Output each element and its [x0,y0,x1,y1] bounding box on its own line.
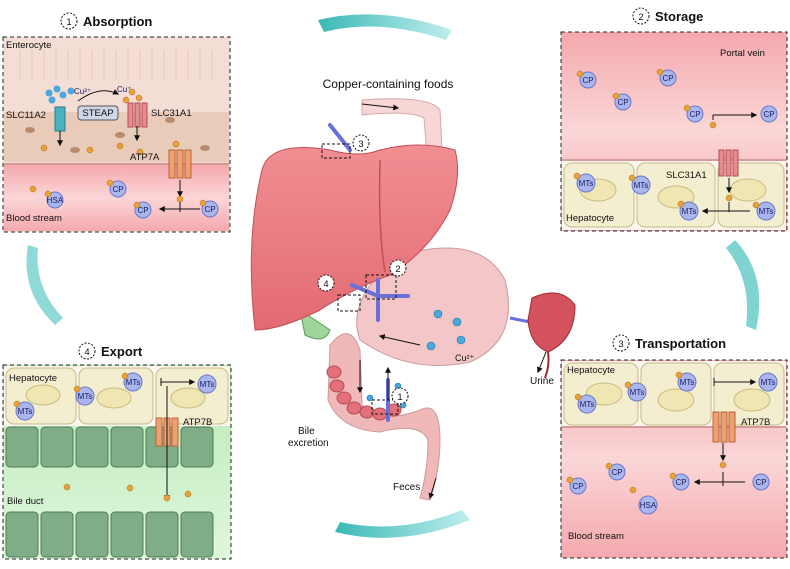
bile-excretion-line-1: Bile [298,426,315,437]
cu2-ions [45,85,75,104]
cp-label-a3: CP [204,205,215,214]
foods-label: Copper-containing foods [323,77,454,91]
marker-3: 3 [352,134,370,152]
cycle-arrow-left [26,245,64,325]
cycle-arrow-right [726,240,760,330]
urine-label: Urine [530,376,554,387]
cp-label-s1: CP [582,76,593,85]
export-number: 4 [84,347,89,358]
cp-label-s5: CP [763,110,774,119]
mts-label-s3: MTs [682,207,697,216]
hsa-label-a: HSA [47,196,64,205]
slc11a2-label: SLC11A2 [6,110,46,121]
export-title: Export [101,344,143,359]
mts-label-t3: MTs [680,378,695,387]
atp7b-label-t: ATP7B [741,417,770,428]
mts-label-s4: MTs [759,207,774,216]
slc31a1-label-1: SLC31A1 [151,108,192,119]
transportation-panel: 3 Transportation Hepatocyte MTs MTs MTs … [560,334,788,559]
cp-label-a1: CP [112,185,123,194]
mts-label-t1: MTs [580,400,595,409]
bile-excretion-line-2: excretion [288,438,329,449]
liver [250,144,459,331]
atp7a-transporter [168,149,192,179]
mts-label-t4: MTs [761,378,776,387]
cp-label-s3: CP [662,74,673,83]
storage-title: Storage [655,9,703,24]
transportation-title: Transportation [635,336,726,351]
mts-label-e1: MTs [18,407,33,416]
cp-label-s2: CP [617,98,628,107]
cp-label-t2: CP [611,468,622,477]
cp-label-t1: CP [572,482,583,491]
absorption-number: 1 [66,17,71,28]
hepatocyte-label-s: Hepatocyte [566,213,614,224]
transportation-number: 3 [618,339,623,350]
enterocyte-label: Enterocyte [6,40,51,51]
cp-label-t3: CP [675,478,686,487]
cp-label-t4: CP [755,478,766,487]
hepatocyte-label-e: Hepatocyte [9,373,57,384]
marker-1: 1 [391,387,409,405]
cu2-label: Cu²⁺ [74,87,91,96]
mts-label-e4: MTs [200,380,215,389]
bile-duct-label: Bile duct [7,496,44,507]
atp7b-label-e: ATP7B [183,417,212,428]
mts-label-t2: MTs [630,388,645,397]
blood-stream-label-t: Blood stream [568,531,624,542]
absorption-panel: 1 Absorption Enterocyte Cu²⁺ Cu⁺ S [2,12,231,233]
mts-label-s2: MTs [634,181,649,190]
svg-text:1: 1 [397,392,402,403]
atp7b-transporter-t [712,411,736,443]
absorption-title: Absorption [83,14,152,29]
slc31a1-transporter-1 [127,102,148,128]
mts-label-e3: MTs [126,378,141,387]
svg-text:2: 2 [395,264,400,275]
kidney [527,292,576,353]
storage-panel: 2 Storage Portal vein CP CP CP CP CP SLC… [560,7,788,232]
center-anatomy: Copper-containing foods Cu²⁺ [250,77,576,501]
feces-label: Feces [393,482,420,493]
marker-4: 4 [317,274,335,292]
cp-label-a2: CP [137,206,148,215]
svg-text:3: 3 [358,139,363,150]
export-panel: 4 Export Hepatocyte MTs MTs MTs MTs [2,342,232,560]
blood-stream-label-a: Blood stream [6,213,62,224]
cp-label-s4: CP [689,110,700,119]
slc11a2-transporter [54,106,66,132]
slc31a1-transporter-2 [718,149,739,177]
mts-label-s1: MTs [579,179,594,188]
cycle-arrow-top [318,14,452,40]
hsa-label-t: HSA [640,501,657,510]
bile-excretion-label: Bile excretion [288,426,329,449]
cycle-arrow-bottom [335,510,470,538]
cu1-label: Cu⁺ [117,85,131,94]
storage-number: 2 [638,12,643,23]
atp7a-label: ATP7A [130,152,160,163]
svg-text:4: 4 [323,279,328,290]
portal-vein-label: Portal vein [720,48,765,59]
center-cu-label: Cu²⁺ [455,353,475,363]
cycle-arrows [26,14,760,538]
steap-label: STEAP [82,108,113,119]
marker-2: 2 [389,259,407,277]
mts-label-e2: MTs [78,392,93,401]
hepatocyte-label-t: Hepatocyte [567,365,615,376]
slc31a1-label-2: SLC31A1 [666,170,707,181]
